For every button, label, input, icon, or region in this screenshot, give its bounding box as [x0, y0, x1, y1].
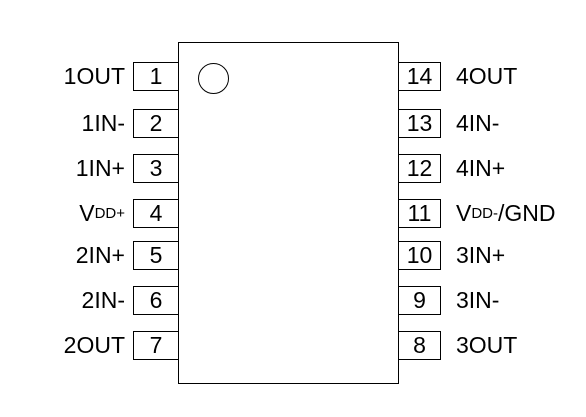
ic-package-body [178, 42, 399, 384]
pin-label-11-sub: DD- [471, 205, 499, 222]
pin-label-3: 1IN+ [75, 155, 125, 181]
pin-number-8: 8 [398, 331, 441, 360]
pin-number-13: 13 [398, 109, 441, 138]
pin-number-6: 6 [133, 286, 179, 315]
pin-label-6: 2IN- [81, 287, 125, 313]
pin-number-1: 1 [133, 62, 179, 91]
pin-number-12: 12 [398, 154, 441, 183]
pin-number-3: 3 [133, 154, 179, 183]
pin-label-4-sub: DD+ [94, 205, 125, 222]
pin-number-14: 14 [398, 62, 441, 91]
pin-label-13: 4IN- [456, 110, 500, 136]
pin-label-8: 3OUT [456, 332, 518, 358]
pin-label-2: 1IN- [81, 110, 125, 136]
pin-label-11-suffix: /GND [498, 200, 556, 226]
pin-label-7: 2OUT [63, 332, 125, 358]
pin-label-14: 4OUT [456, 63, 518, 89]
pin-label-12: 4IN+ [456, 155, 506, 181]
pin-label-10: 3IN+ [456, 242, 506, 268]
pin-number-10: 10 [398, 241, 441, 270]
pin-number-4: 4 [133, 199, 179, 228]
pin-label-4-main: V [79, 200, 95, 226]
pin-number-9: 9 [398, 286, 441, 315]
pin-number-5: 5 [133, 241, 179, 270]
pin-label-9: 3IN- [456, 287, 500, 313]
pin-label-5: 2IN+ [75, 242, 125, 268]
pin-number-11: 11 [398, 199, 441, 228]
pin-label-11-main: V [456, 200, 472, 226]
pin-number-2: 2 [133, 109, 179, 138]
pin-number-7: 7 [133, 331, 179, 360]
pin1-indicator-circle [198, 63, 229, 94]
pin-label-1: 1OUT [63, 63, 125, 89]
